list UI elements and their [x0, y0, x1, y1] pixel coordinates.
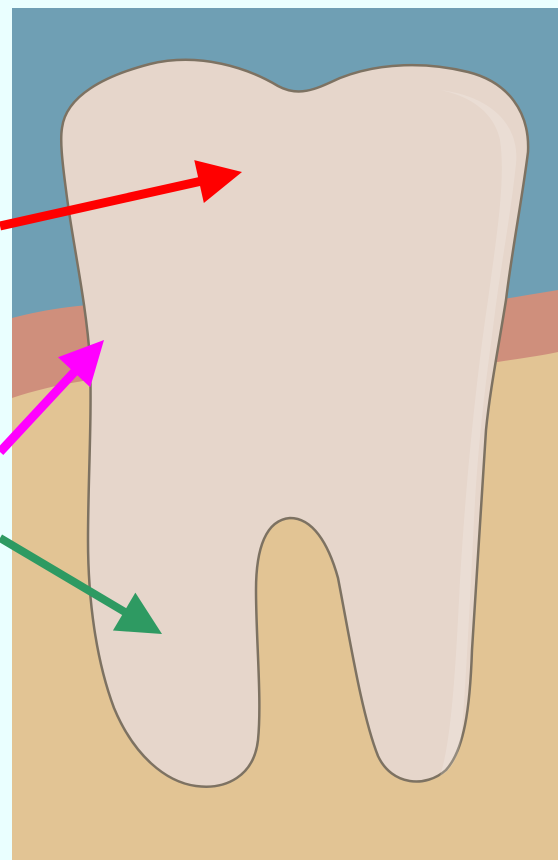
illustration-panel: [12, 8, 558, 860]
